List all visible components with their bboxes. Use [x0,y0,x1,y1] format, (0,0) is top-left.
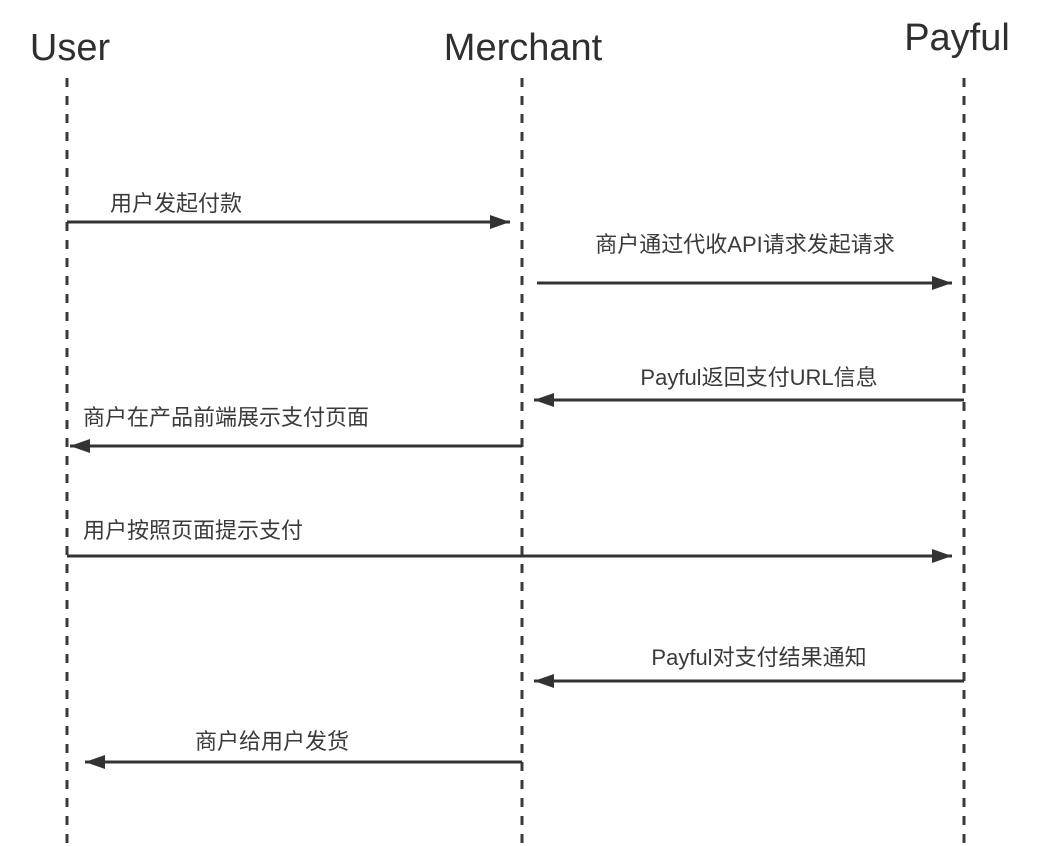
actor-label-payful: Payful [904,17,1010,59]
actor-label-user: User [30,27,111,69]
message-label-7: 商户给用户发货 [195,729,349,754]
message-2: 商户通过代收API请求发起请求 [537,232,952,290]
actor-label-merchant: Merchant [444,27,603,69]
message-label-4: 商户在产品前端展示支付页面 [83,405,369,430]
message-label-6: Payful对支付结果通知 [651,645,866,670]
message-1: 用户发起付款 [67,191,510,229]
message-arrowhead-4 [70,439,90,453]
message-label-2: 商户通过代收API请求发起请求 [595,232,894,257]
message-arrowhead-3 [534,393,554,407]
lifelines-group [65,78,966,846]
message-arrowhead-2 [932,276,952,290]
message-arrowhead-1 [490,215,510,229]
message-arrowhead-6 [534,674,554,688]
message-4: 商户在产品前端展示支付页面 [70,405,522,453]
message-6: Payful对支付结果通知 [534,645,964,688]
actor-labels-group: User Merchant Payful [30,17,1010,69]
message-3: Payful返回支付URL信息 [534,365,964,407]
message-arrowhead-7 [85,755,105,769]
message-label-1: 用户发起付款 [110,191,242,216]
message-arrowhead-5 [932,549,952,563]
message-label-5: 用户按照页面提示支付 [83,518,303,543]
message-label-3: Payful返回支付URL信息 [640,365,877,390]
message-5: 用户按照页面提示支付 [67,518,952,563]
message-7: 商户给用户发货 [85,729,522,769]
